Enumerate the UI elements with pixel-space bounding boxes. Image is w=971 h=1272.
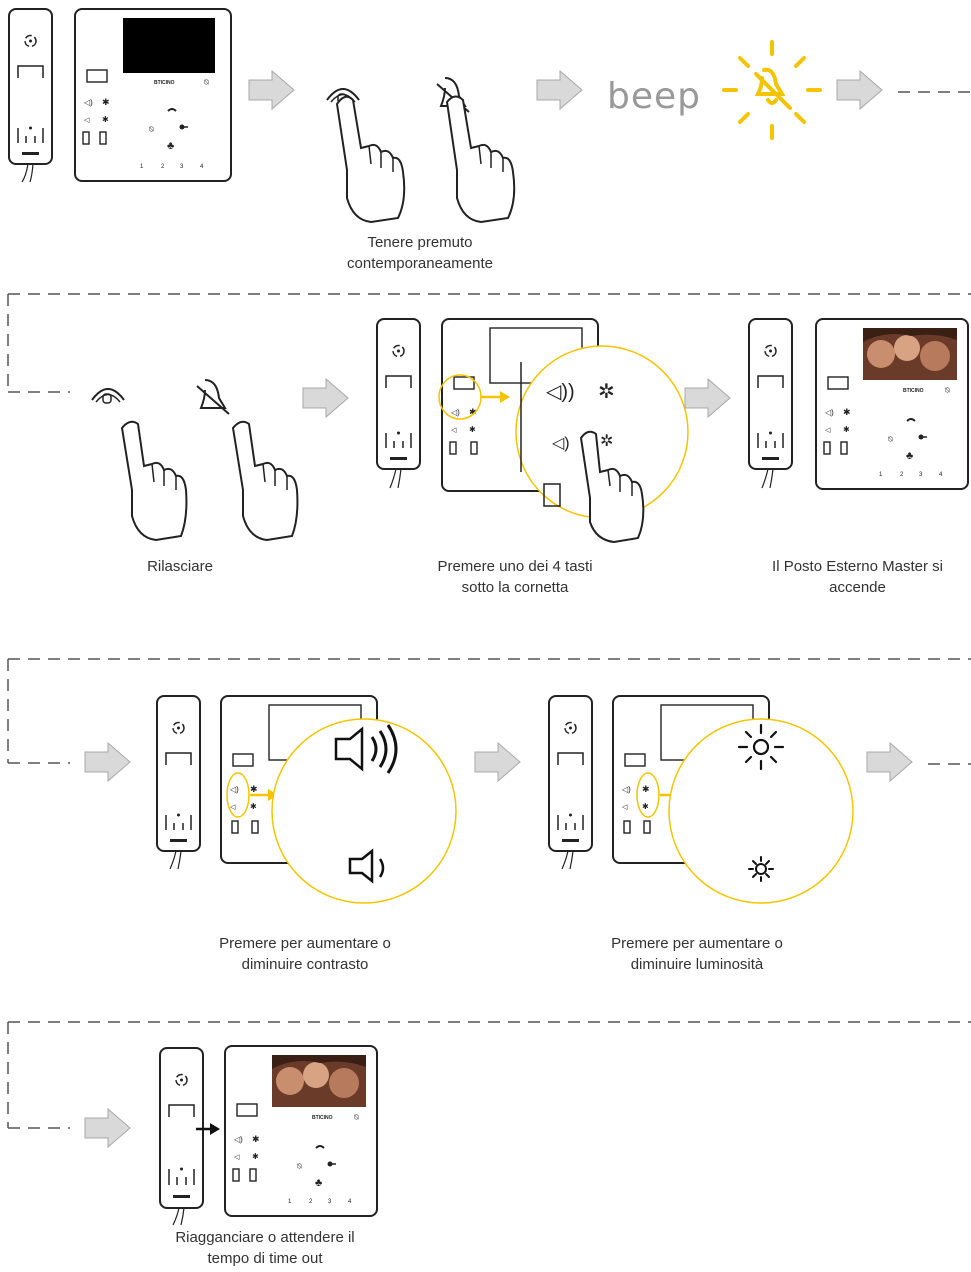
zoom-key-detail: ◁)) ✲ ◁) ✲ [438, 345, 689, 544]
hand-pressing-handset-key [326, 88, 406, 224]
flow-arrow [474, 741, 521, 783]
svg-text:✱: ✱ [843, 425, 850, 434]
hand-releasing-mute-key [196, 379, 299, 542]
camera-image [272, 1055, 366, 1107]
intercom-panel: BTICINO ⍉ ◁) ✱ ◁ ✱ ⍉ ♣ 1 2 3 4 [74, 8, 232, 182]
svg-text:♣: ♣ [167, 140, 174, 152]
flow-arrow [248, 69, 295, 111]
zoom-brightness-detail [636, 718, 854, 904]
hang-up-arrow [196, 1123, 220, 1135]
brightness-up-icon [737, 723, 785, 771]
svg-text:3: 3 [919, 472, 923, 478]
step-1-caption: Tenere premuto contemporaneamente [347, 234, 493, 272]
flow-connector-line [928, 763, 971, 765]
svg-text:4: 4 [939, 472, 943, 478]
svg-text:1: 1 [140, 164, 144, 170]
svg-text:◁): ◁) [552, 435, 570, 452]
svg-text:✱: ✱ [102, 97, 110, 107]
svg-text:2: 2 [900, 472, 904, 478]
flow-connector-line [7, 658, 971, 764]
flow-arrow [836, 69, 883, 111]
svg-text:✱: ✱ [642, 802, 649, 811]
svg-text:◁): ◁) [234, 1135, 243, 1144]
svg-text:BTICINO: BTICINO [312, 1115, 333, 1121]
flow-connector-line [7, 293, 971, 393]
intercom-handset [8, 8, 53, 183]
svg-text:✱: ✱ [252, 1134, 260, 1144]
svg-text:⍉: ⍉ [888, 435, 893, 444]
svg-text:BTICINO: BTICINO [903, 388, 924, 394]
svg-text:♣: ♣ [906, 450, 913, 462]
flow-arrow [684, 377, 731, 419]
svg-text:✱: ✱ [469, 407, 477, 417]
svg-text:✲: ✲ [598, 381, 615, 403]
svg-text:◁: ◁ [234, 1154, 240, 1161]
svg-text:✱: ✱ [250, 784, 258, 794]
svg-text:4: 4 [348, 1199, 352, 1205]
flow-arrow [84, 1107, 131, 1149]
step-5-caption: Premere per aumentare o diminuire contra… [219, 935, 391, 973]
svg-text:3: 3 [328, 1199, 332, 1205]
intercom-handset [748, 318, 793, 489]
svg-text:✲: ✲ [600, 433, 613, 450]
camera-image [863, 328, 957, 380]
intercom-panel: BTICINO ⍉ ◁) ✱ ◁ ✱ ⍉ ♣ 1 2 3 4 [224, 1045, 378, 1217]
step-4-caption: Il Posto Esterno Master si accende [772, 558, 943, 596]
intercom-panel: BTICINO ⍉ ◁) ✱ ◁ ✱ ⍉ ♣ 1 2 3 4 [815, 318, 969, 490]
svg-text:◁)): ◁)) [546, 381, 575, 403]
svg-text:✱: ✱ [642, 784, 650, 794]
svg-text:◁: ◁ [622, 804, 628, 811]
intercom-handset [376, 318, 421, 489]
svg-text:⍉: ⍉ [297, 1162, 302, 1171]
intercom-handset [156, 695, 201, 870]
svg-text:BTICINO: BTICINO [154, 80, 175, 86]
svg-text:2: 2 [309, 1199, 313, 1205]
svg-text:✱: ✱ [102, 115, 109, 124]
flow-arrow [536, 69, 583, 111]
svg-text:✱: ✱ [469, 425, 476, 434]
step-6-caption: Premere per aumentare o diminuire lumino… [611, 935, 783, 973]
svg-text:3: 3 [180, 164, 184, 170]
brightness-down-icon [748, 856, 774, 882]
svg-text:1: 1 [288, 1199, 292, 1205]
volume-down-icon [348, 848, 385, 884]
hand-releasing-handset-key [91, 388, 188, 542]
svg-text:⍉: ⍉ [354, 1113, 359, 1122]
svg-text:⍉: ⍉ [204, 78, 209, 87]
svg-text:◁): ◁) [825, 408, 834, 417]
svg-text:◁): ◁) [622, 785, 631, 794]
svg-text:◁: ◁ [451, 427, 457, 434]
svg-text:✱: ✱ [250, 802, 257, 811]
flow-arrow [866, 741, 913, 783]
svg-text:♣: ♣ [315, 1177, 322, 1189]
svg-text:◁: ◁ [84, 117, 90, 124]
volume-up-icon [334, 724, 398, 774]
svg-text:⍉: ⍉ [945, 386, 950, 395]
intercom-handset [159, 1047, 204, 1226]
intercom-handset [548, 695, 593, 870]
svg-text:1: 1 [879, 472, 883, 478]
svg-text:4: 4 [200, 164, 204, 170]
flow-arrow [302, 377, 349, 419]
svg-text:⍉: ⍉ [149, 125, 154, 134]
svg-text:✱: ✱ [843, 407, 851, 417]
svg-text:◁: ◁ [825, 427, 831, 434]
svg-text:◁): ◁) [451, 408, 460, 417]
svg-text:✱: ✱ [252, 1152, 259, 1161]
step-2-caption: Rilasciare [147, 558, 213, 575]
beep-label: beep [607, 76, 701, 117]
zoom-volume-detail [226, 718, 457, 904]
hand-pressing-mute-key [436, 77, 516, 224]
blinking-mute-icon [722, 40, 822, 140]
flow-connector-line [898, 91, 971, 93]
flow-connector-line [7, 1021, 971, 1129]
svg-text:◁: ◁ [230, 804, 236, 811]
step-3-caption: Premere uno dei 4 tasti sotto la cornett… [437, 558, 593, 596]
svg-text:◁): ◁) [84, 98, 93, 107]
step-7-caption: Riagganciare o attendere il tempo di tim… [175, 1229, 355, 1267]
flow-arrow [84, 741, 131, 783]
svg-text:2: 2 [161, 164, 165, 170]
svg-text:◁): ◁) [230, 785, 239, 794]
